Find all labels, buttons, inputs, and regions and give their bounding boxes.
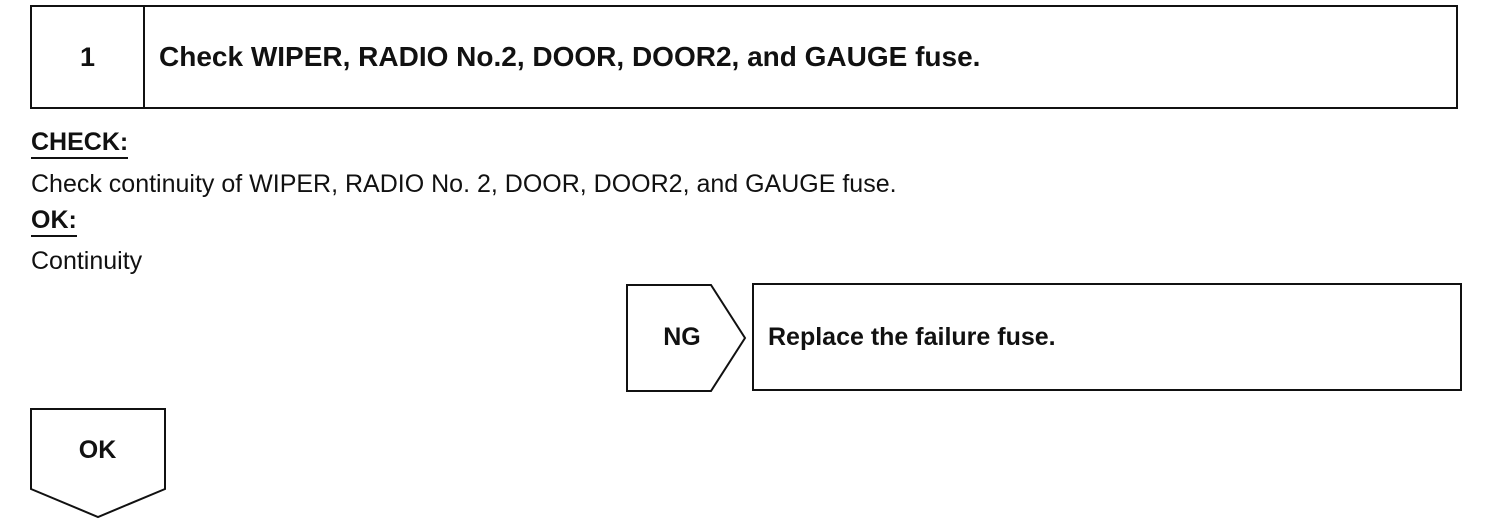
step-number: 1 [32,7,145,107]
ng-label: NG [663,322,701,351]
step-header: 1 Check WIPER, RADIO No.2, DOOR, DOOR2, … [30,5,1458,109]
step-title: Check WIPER, RADIO No.2, DOOR, DOOR2, an… [159,41,981,72]
ng-action-text: Replace the failure fuse. [768,322,1056,351]
ok-condition-label: OK: [31,206,77,237]
ng-action-box: Replace the failure fuse. [752,283,1462,391]
ok-condition-text: Continuity [31,247,143,275]
ok-branch-label: OK [78,435,117,464]
ng-arrow-shape [626,284,747,392]
ok-arrow-shape [30,408,166,519]
check-text: Check continuity of WIPER, RADIO No. 2, … [31,170,897,198]
check-label: CHECK: [31,128,129,159]
